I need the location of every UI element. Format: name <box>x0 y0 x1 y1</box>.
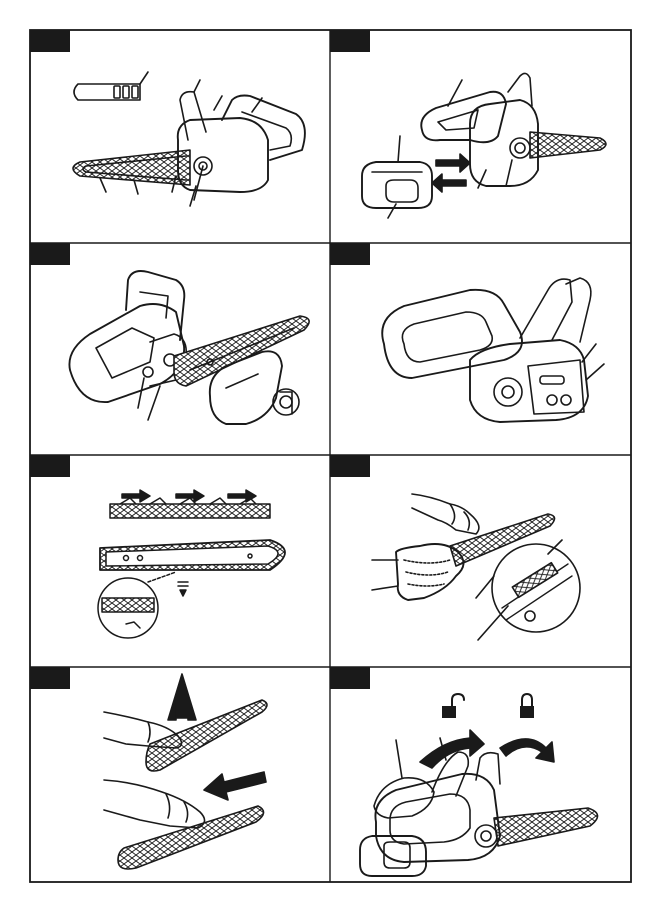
panel-3-illustration <box>69 271 309 424</box>
panel-2-illustration <box>362 73 606 218</box>
panel-8-tab <box>330 667 370 689</box>
panel-6-tab <box>330 455 370 477</box>
panel-2-tab <box>330 30 370 52</box>
panel-1-illustration <box>73 72 305 206</box>
panel-6-illustration <box>372 494 580 640</box>
panel-7-illustration <box>104 674 267 869</box>
panel-4-illustration <box>382 278 604 422</box>
panel-8-illustration <box>360 694 598 876</box>
panel-1-tab <box>30 30 70 52</box>
lock-icon <box>520 706 534 718</box>
panel-7-tab <box>30 667 70 689</box>
panel-3-tab <box>30 243 70 265</box>
panel-4-tab <box>330 243 370 265</box>
panel-5-illustration <box>98 490 285 638</box>
unlock-icon <box>442 706 456 718</box>
panel-5-tab <box>30 455 70 477</box>
